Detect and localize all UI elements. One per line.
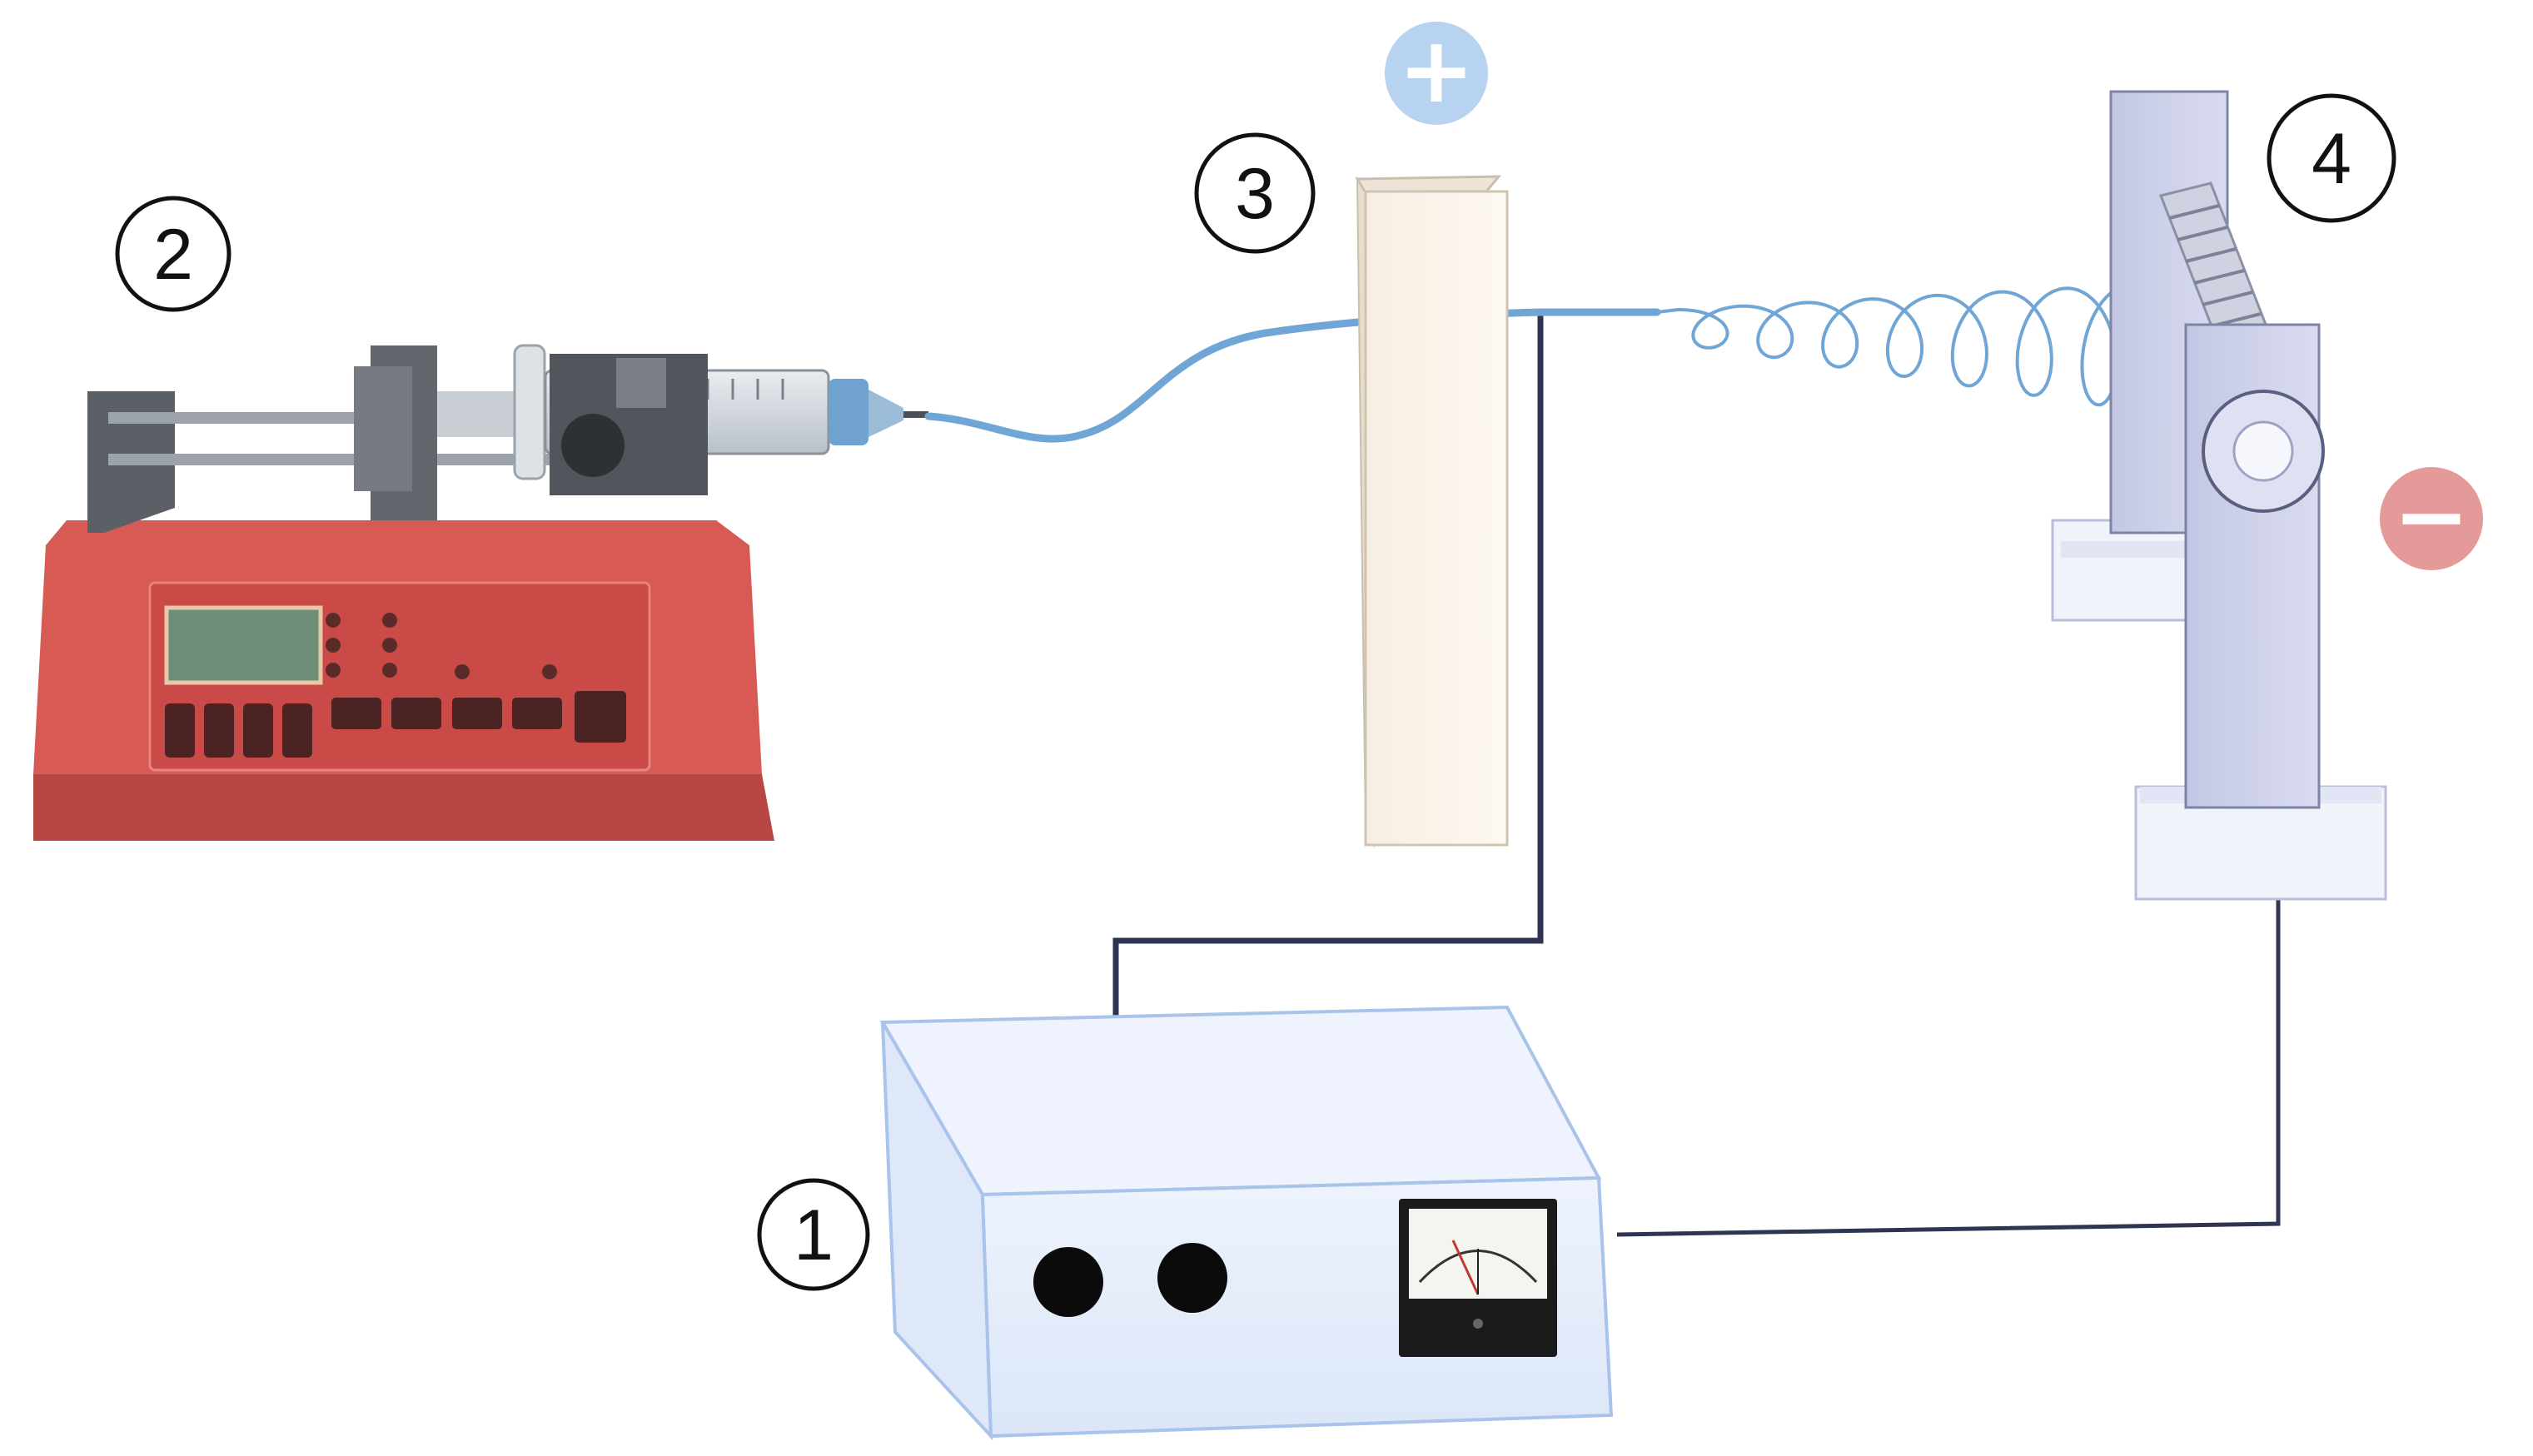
- rotating-drum-collector: [2051, 90, 2387, 901]
- pump-key: [391, 698, 441, 729]
- pump-key: [575, 691, 626, 743]
- voltmeter: [1399, 1199, 1557, 1357]
- pump-rail: [108, 454, 575, 465]
- syringe-pump: [33, 344, 928, 841]
- positive-sign: +: [1398, 17, 1475, 123]
- component-label-3: 3: [1194, 132, 1316, 254]
- positive-wire: [1112, 312, 1544, 1020]
- pump-lcd-display: [164, 605, 323, 685]
- pump-key: [243, 703, 273, 758]
- pump-indicator-leds: [326, 613, 557, 679]
- pump-key: [204, 703, 234, 758]
- label-syringe-pump: 2: [153, 215, 193, 295]
- negative-polarity-badge: −: [2380, 463, 2483, 570]
- pump-buttons: [165, 691, 626, 758]
- pump-key: [452, 698, 502, 729]
- output-knob-right: [1157, 1243, 1227, 1313]
- positive-badge-circle: [1385, 22, 1488, 125]
- fiber-jet-whip: [1655, 283, 2133, 407]
- pump-key: [282, 703, 312, 758]
- label-rotating-collector: 4: [2312, 119, 2351, 199]
- label-collector-plate: 3: [1235, 154, 1275, 234]
- power-box-top: [879, 1005, 1602, 1197]
- negative-badge-circle: [2380, 467, 2483, 570]
- polymer-feed-tube: [924, 308, 1661, 443]
- collector-plate: [1355, 175, 1509, 848]
- component-label-1: 1: [757, 1178, 870, 1291]
- positive-polarity-badge: +: [1385, 17, 1488, 125]
- output-knob-left: [1033, 1247, 1103, 1317]
- negative-sign: −: [2393, 463, 2470, 569]
- syringe-hub: [868, 390, 903, 437]
- pump-key: [331, 698, 381, 729]
- pump-key: [512, 698, 562, 729]
- voltmeter-needle: [1451, 1240, 1480, 1295]
- high-voltage-power-supply: [879, 1005, 1614, 1441]
- syringe-needle: [903, 411, 928, 418]
- pump-carriage: [354, 366, 412, 491]
- clamp-knob: [561, 414, 625, 477]
- syringe-tip: [829, 379, 868, 445]
- plate-front: [1364, 190, 1509, 847]
- component-label-2: 2: [115, 196, 231, 312]
- drum-axle-hub: [2232, 420, 2294, 482]
- label-power-supply: 1: [794, 1195, 834, 1275]
- syringe-flange: [513, 344, 546, 480]
- clamp-arm: [616, 358, 666, 408]
- pump-body: [33, 774, 774, 841]
- pump-key: [165, 703, 195, 758]
- component-label-4: 4: [2267, 93, 2396, 223]
